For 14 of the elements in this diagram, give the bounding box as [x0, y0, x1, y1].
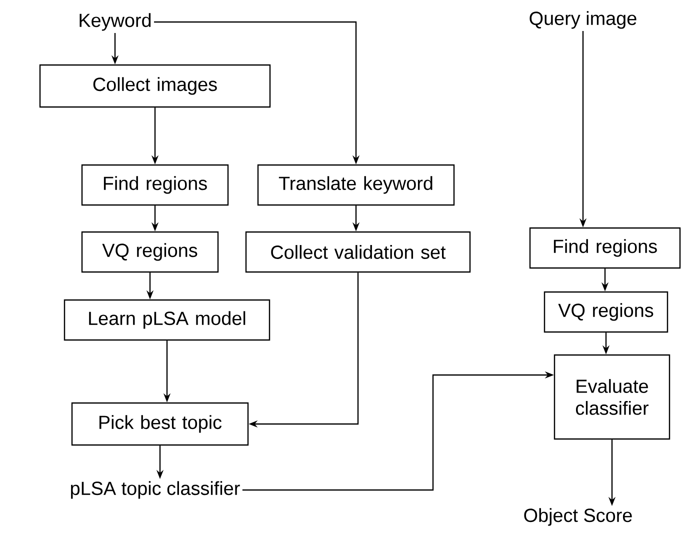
label-text: Query image: [530, 11, 636, 29]
process-box: Find regions: [81, 164, 229, 206]
process-box: Evaluate classifier: [554, 354, 670, 440]
process-box: Collect validation set: [245, 231, 471, 273]
process-box: Pick best topic: [71, 402, 249, 446]
label-text: Keyword: [80, 13, 151, 31]
process-box: VQ regions: [544, 291, 668, 333]
label-text: Object Score: [524, 508, 632, 526]
process-box: Translate keyword: [257, 164, 455, 206]
process-box: Learn pLSA model: [64, 299, 270, 341]
process-box: Find regions: [529, 227, 681, 269]
label-text: pLSA topic classifier: [71, 481, 240, 499]
process-box: VQ regions: [81, 231, 219, 273]
process-box: Collect images: [39, 64, 271, 108]
